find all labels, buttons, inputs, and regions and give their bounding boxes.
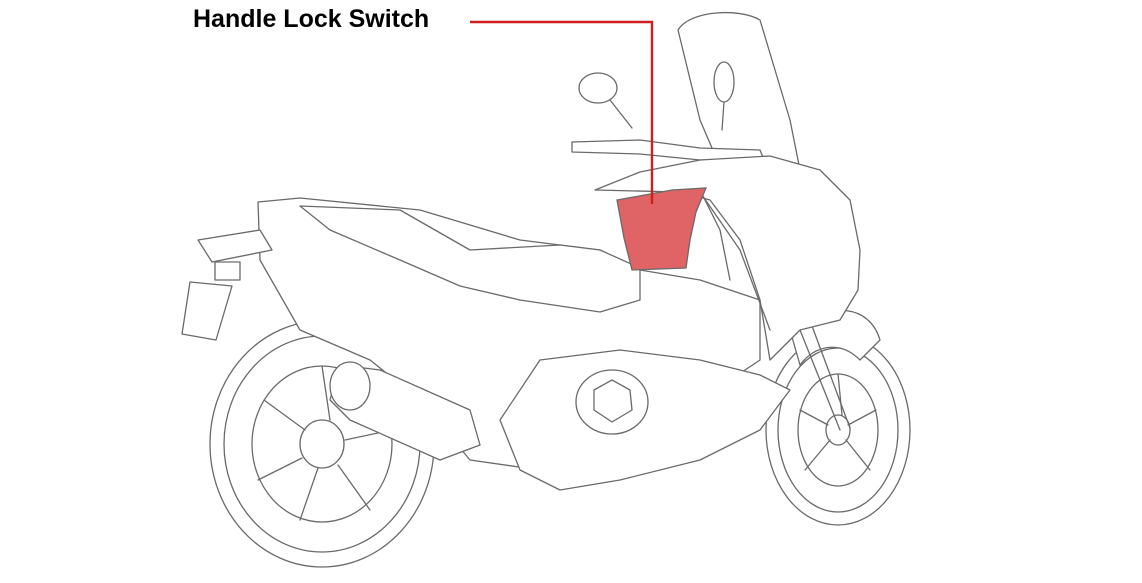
lower-body	[499, 349, 791, 491]
mirrors	[578, 61, 735, 131]
front-fork	[799, 325, 851, 431]
callout-leader-line	[470, 20, 654, 204]
front-cowl	[594, 155, 861, 361]
engine-cover	[575, 369, 649, 435]
seat	[299, 205, 641, 313]
front-wheel	[765, 334, 911, 526]
handle-lock-switch-highlight	[616, 187, 707, 271]
callout-label: Handle Lock Switch	[193, 5, 430, 33]
tail-section	[181, 229, 273, 341]
